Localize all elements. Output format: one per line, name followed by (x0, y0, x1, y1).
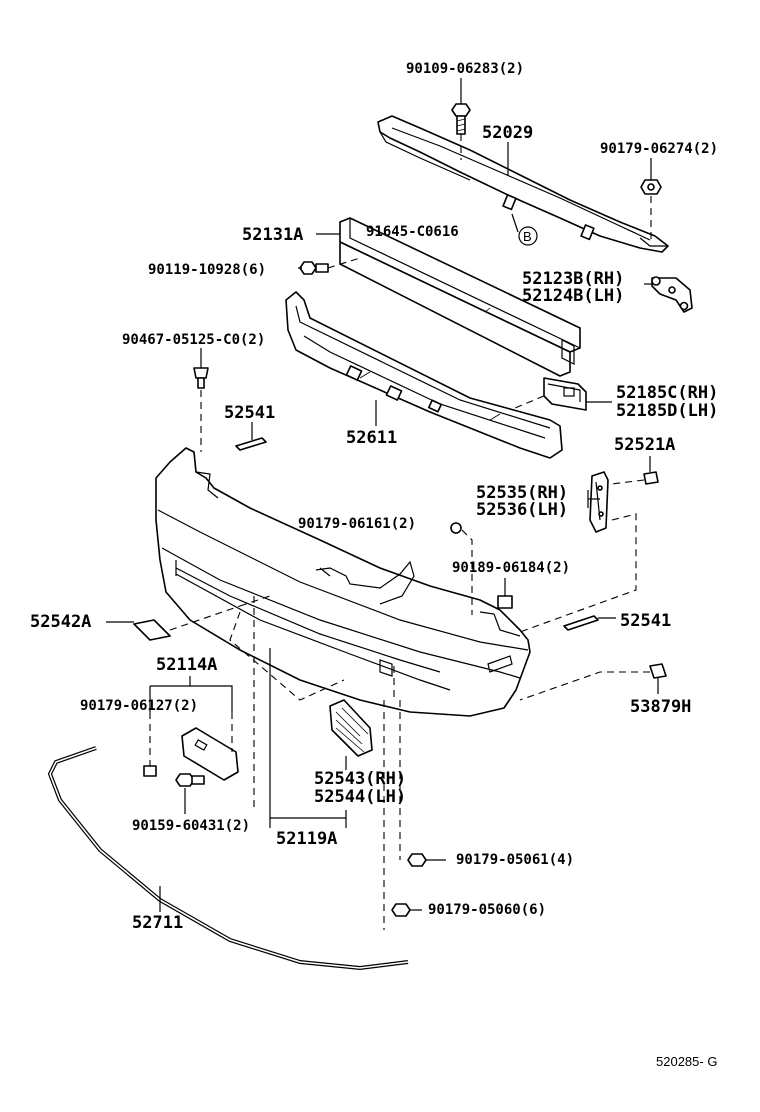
label-90119: 90119-10928(6) (148, 262, 266, 278)
label-52541-right: 52541 (620, 611, 671, 631)
label-52131A: 52131A (242, 225, 303, 245)
label-52521A: 52521A (614, 435, 675, 455)
pad-52541-top (235, 437, 267, 451)
label-90159: 90159-60431(2) (132, 818, 250, 834)
clip-90467 (193, 367, 209, 389)
label-52114A: 52114A (156, 655, 217, 675)
label-90179-06161: 90179-06161(2) (298, 516, 416, 532)
label-52185D: 52185D(LH) (616, 401, 718, 421)
nut-90179-06274 (640, 179, 662, 195)
bumper-cover (155, 447, 531, 717)
label-52611: 52611 (346, 428, 397, 448)
label-90179-06274: 90179-06274(2) (600, 141, 718, 157)
label-52541-top: 52541 (224, 403, 275, 423)
circle-b-marker: B (518, 226, 538, 246)
absorber-52131A (339, 217, 581, 377)
label-90179-05061: 90179-05061(4) (456, 852, 574, 868)
bolt-90119 (299, 261, 329, 275)
reinforcement-52029 (377, 115, 669, 253)
nut-90179-06161 (450, 522, 462, 534)
beam-52611 (285, 291, 563, 459)
nut-90189 (497, 595, 513, 609)
screw-90179-05061 (407, 853, 427, 867)
pad-52542A (133, 619, 171, 641)
label-52542A: 52542A (30, 612, 91, 632)
screw-90159 (175, 773, 205, 787)
label-90467: 90467-05125-C0(2) (122, 332, 265, 348)
bolt-90109 (451, 103, 471, 135)
label-52544: 52544(LH) (314, 787, 406, 807)
label-52543: 52543(RH) (314, 769, 406, 789)
nut-90179-06127 (143, 765, 157, 777)
label-90179-06127: 90179-06127(2) (80, 698, 198, 714)
bracket-52114A (181, 727, 239, 781)
molding-52711 (47, 746, 409, 971)
label-90109: 90109-06283(2) (406, 61, 524, 77)
label-90189: 90189-06184(2) (452, 560, 570, 576)
label-52711: 52711 (132, 913, 183, 933)
label-52185C: 52185C(RH) (616, 383, 718, 403)
label-52535: 52535(RH) (476, 483, 568, 503)
label-52119A: 52119A (276, 829, 337, 849)
circle-b-label: B (523, 229, 532, 244)
footer-code: 520285- G (656, 1054, 717, 1069)
label-52029: 52029 (482, 123, 533, 143)
grille-52543 (329, 699, 373, 757)
screw-90179-05060 (391, 903, 411, 917)
label-91645: 91645-C0616 (366, 224, 459, 240)
label-52124B: 52124B(LH) (522, 286, 624, 306)
bracket-52185C (543, 377, 587, 411)
clip-52521A (643, 471, 659, 485)
label-52536: 52536(LH) (476, 500, 568, 520)
retainer-52535 (589, 471, 609, 533)
label-90179-05060: 90179-05060(6) (428, 902, 546, 918)
label-52123B: 52123B(RH) (522, 269, 624, 289)
clip-53879H (649, 663, 667, 679)
label-53879H: 53879H (630, 697, 691, 717)
pad-52541-right (563, 615, 599, 631)
bracket-52123B (651, 276, 693, 313)
